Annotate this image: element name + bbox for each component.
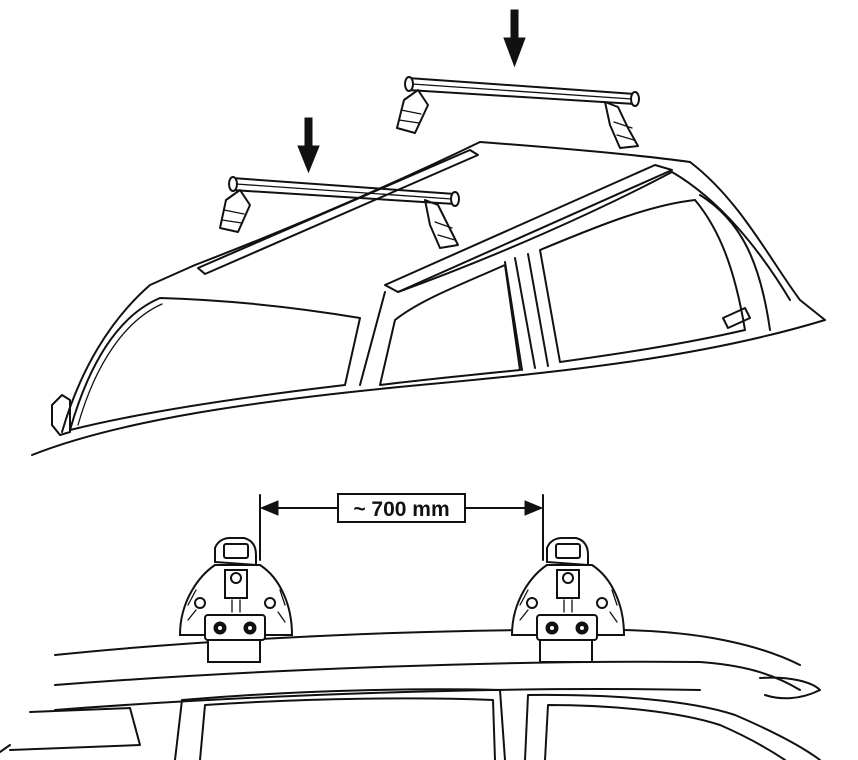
rear-down-arrow (297, 117, 320, 174)
right-rack-foot (510, 537, 626, 663)
side-car-view: ~ 700 mm (0, 493, 821, 760)
left-rack-foot (178, 537, 294, 663)
rear-crossbar (228, 176, 460, 207)
front-crossbar (404, 76, 640, 107)
car-roof-side (0, 628, 821, 760)
car-body-perspective (31, 141, 826, 456)
rear-left-foot (219, 189, 251, 233)
spacing-dimension: ~ 700 mm (259, 493, 544, 561)
rear-right-foot (424, 199, 459, 249)
front-down-arrow (503, 9, 526, 68)
perspective-car-view (31, 9, 826, 456)
front-left-foot (396, 89, 429, 134)
front-right-foot (604, 101, 639, 149)
spacing-label: ~ 700 mm (353, 498, 449, 521)
